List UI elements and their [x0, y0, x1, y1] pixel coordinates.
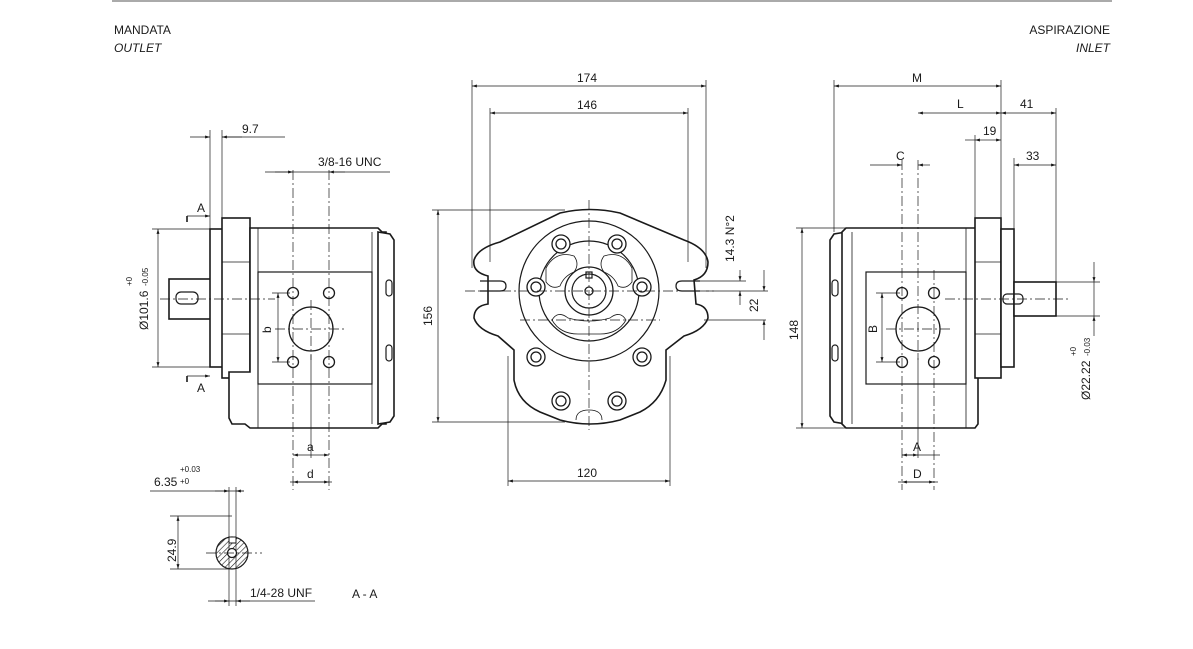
front-view: 174 146 156 120 14.3 N°2 22 — [421, 71, 768, 486]
flange-ear — [221, 217, 251, 379]
dim-D: D — [913, 467, 922, 481]
right-flange-ear — [974, 217, 1002, 379]
outlet-label-it: MANDATA — [114, 23, 171, 37]
dim-thread-unf: 1/4-28 UNF — [250, 586, 312, 600]
dim-A: A — [913, 440, 921, 454]
dim-22: 22 — [747, 298, 761, 312]
dim-shaft-tol-upper: +0 — [1069, 346, 1078, 356]
dim-33: 33 — [1026, 149, 1040, 163]
front-flange-outline — [472, 208, 709, 425]
dim-L: L — [957, 97, 964, 111]
section-a-a-view: 6.35 +0.03 +0 24.9 1/4-28 UNF A - A — [150, 465, 377, 606]
dim-41: 41 — [1020, 97, 1034, 111]
dim-b: b — [260, 326, 274, 333]
inlet-port-face — [865, 271, 967, 385]
dim-flange-tol-lower: -0.05 — [141, 267, 150, 286]
section-marker-a-top: A — [197, 201, 205, 215]
left-side-view: 9.7 3/8-16 UNC A A Ø101.6 +0 -0.05 b a — [125, 122, 395, 490]
keyway — [228, 536, 237, 544]
dim-slot-14-3: 14.3 N°2 — [723, 215, 737, 262]
dim-key-width: 6.35 — [154, 475, 178, 489]
shaft-key — [175, 291, 199, 305]
outlet-port-face — [257, 271, 373, 385]
mounting-flange — [209, 228, 224, 368]
inlet-label-en: INLET — [1076, 41, 1112, 55]
flange-slot-right — [675, 280, 700, 292]
inlet-label-it: ASPIRAZIONE — [1029, 23, 1110, 37]
section-label-a-a: A - A — [352, 587, 377, 601]
dim-174: 174 — [577, 71, 597, 85]
dim-shaft-tol-lower: -0.03 — [1083, 337, 1092, 356]
dim-d: d — [307, 467, 314, 481]
dim-M: M — [912, 71, 922, 85]
dim-B: B — [866, 325, 880, 333]
dim-flange-tol-upper: +0 — [125, 276, 134, 286]
outlet-label-en: OUTLET — [114, 41, 163, 55]
rear-cover — [377, 231, 395, 425]
dim-a: a — [307, 440, 314, 454]
dim-9-7: 9.7 — [242, 122, 259, 136]
dim-148: 148 — [787, 320, 801, 340]
section-marker-a-bottom: A — [197, 381, 205, 395]
dim-key-tol-lower: +0 — [180, 477, 190, 486]
dim-156: 156 — [421, 306, 435, 326]
dim-key-tol-upper: +0.03 — [180, 465, 201, 474]
dim-flange-diameter: Ø101.6 — [137, 290, 151, 330]
front-bolts — [526, 234, 652, 411]
dim-shaft-diameter: Ø22.22 — [1079, 360, 1093, 400]
dim-120: 120 — [577, 466, 597, 480]
dim-C: C — [896, 149, 905, 163]
dim-19: 19 — [983, 124, 997, 138]
right-side-view: M L 41 19 33 C 148 B — [787, 71, 1100, 490]
dim-146: 146 — [577, 98, 597, 112]
dim-thread-unc: 3/8-16 UNC — [318, 155, 382, 169]
dim-24-9: 24.9 — [165, 538, 179, 562]
